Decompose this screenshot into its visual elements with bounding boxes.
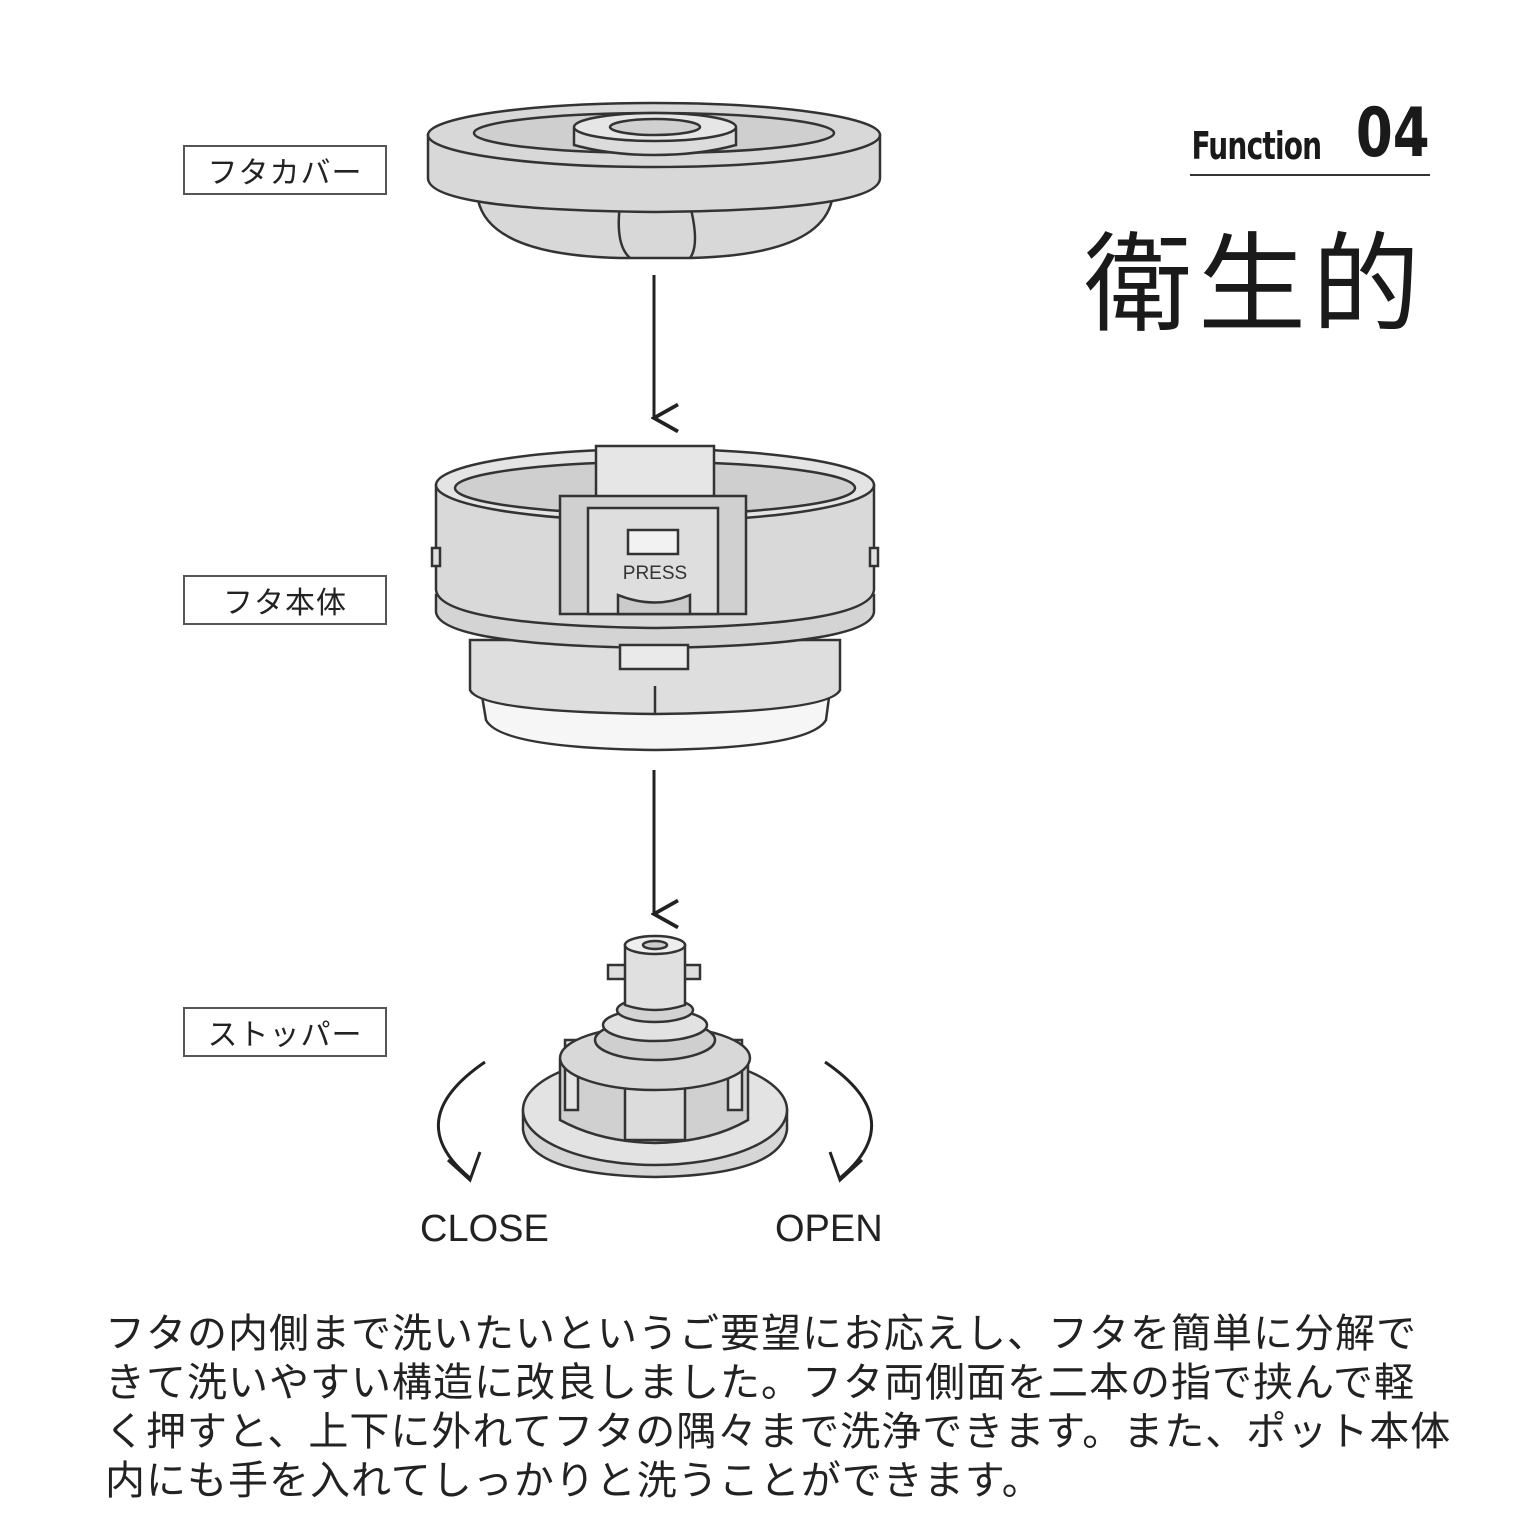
- stopper-illustration: [521, 934, 789, 1179]
- function-number: 04: [1356, 94, 1430, 173]
- description-text: フタの内側まで洗いたいというご要望にお応えし、フタを簡単に分解できて洗いやすい構…: [105, 1311, 1452, 1504]
- lid-body-illustration: PRESS: [430, 444, 880, 752]
- function-word: Function: [1191, 124, 1323, 168]
- part-label-lid-cover: フタカバー: [183, 145, 387, 195]
- lid-cover-illustration: [426, 101, 882, 260]
- function-heading: Function 04: [1190, 100, 1430, 176]
- open-rotation-arrow: [824, 1060, 874, 1183]
- page-title: 衛生的: [1083, 223, 1426, 348]
- part-label-stopper: ストッパー: [183, 1007, 387, 1057]
- open-label: OPEN: [775, 1208, 883, 1250]
- close-label: CLOSE: [420, 1208, 549, 1250]
- part-label-lid-body: フタ本体: [183, 575, 387, 625]
- close-rotation-arrow: [436, 1060, 486, 1183]
- press-mark: PRESS: [623, 563, 687, 584]
